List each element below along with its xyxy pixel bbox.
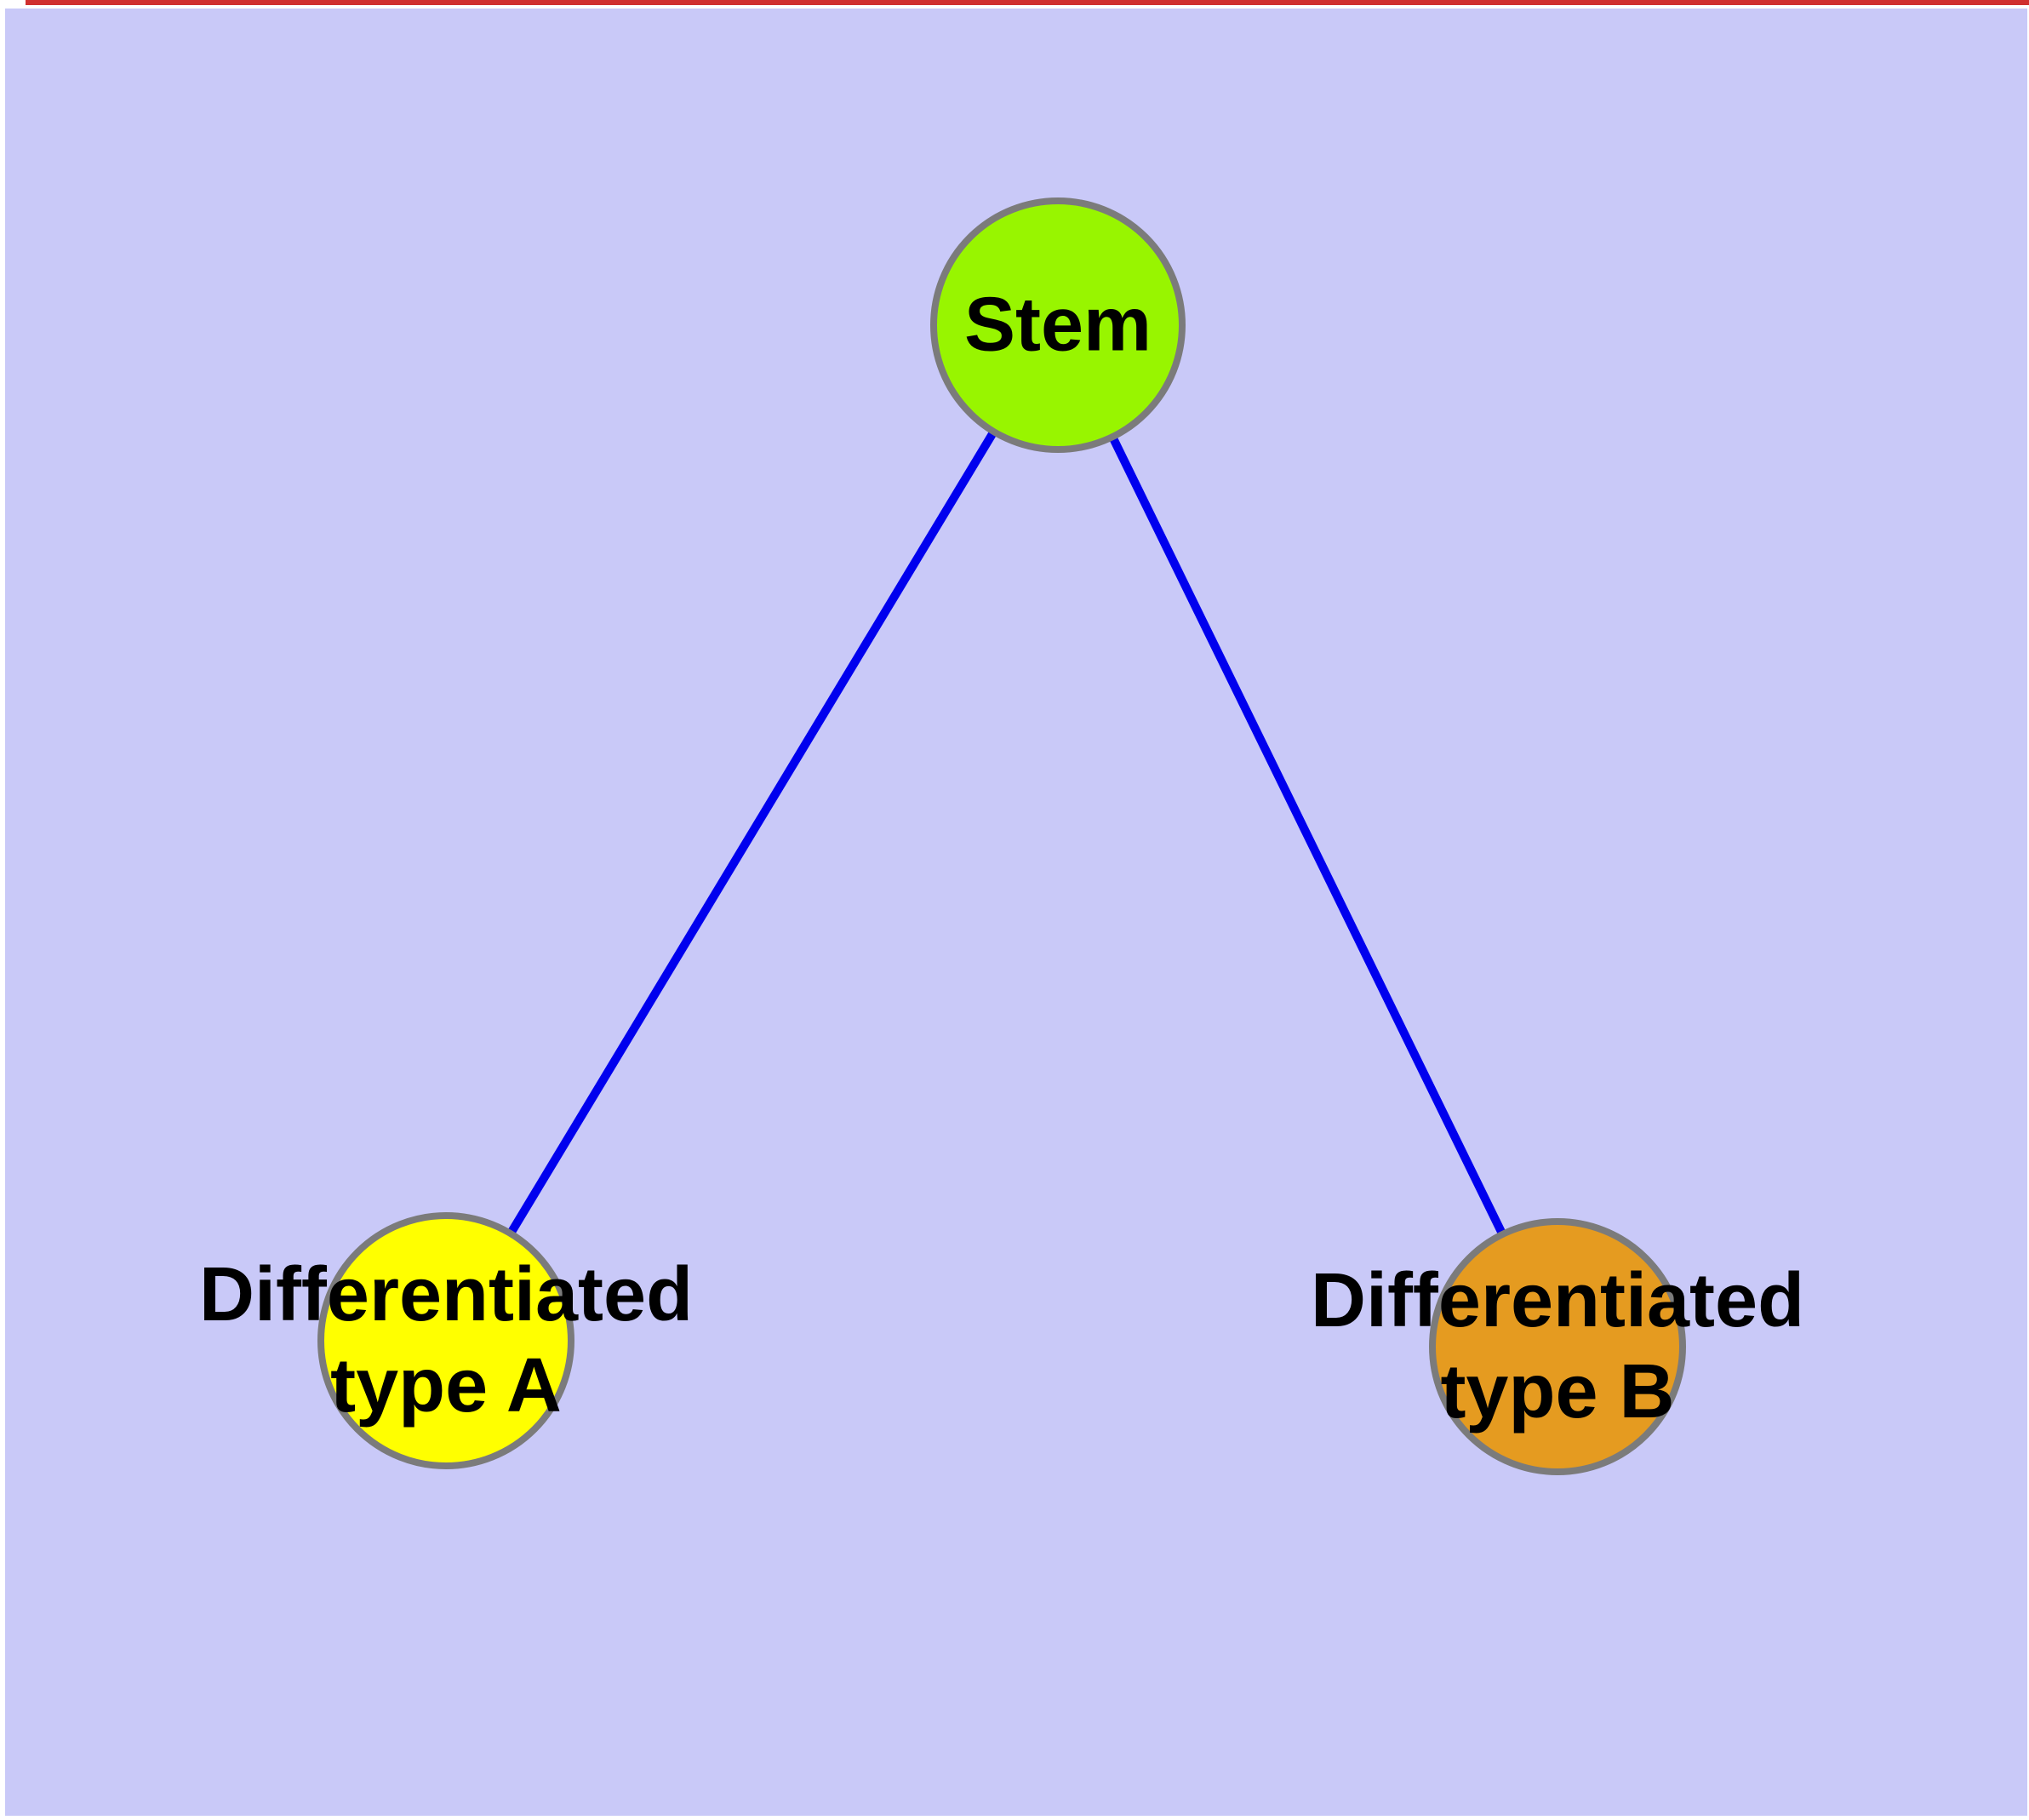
node-differentiated-type-b: Differentiated type B xyxy=(1311,1218,1804,1475)
edge-stem-to-type-b xyxy=(1054,323,1562,1349)
node-differentiated-type-a-circle xyxy=(317,1212,574,1469)
node-differentiated-type-a: Differentiated type A xyxy=(199,1212,693,1469)
node-stem-label: Stem xyxy=(963,282,1152,368)
diagram-canvas: Stem Differentiated type A Differentiate… xyxy=(5,9,2027,1816)
edge-stem-to-type-a xyxy=(442,323,1062,1343)
top-red-line xyxy=(26,0,2029,5)
edges-layer xyxy=(442,323,1562,1349)
node-stem-circle xyxy=(930,197,1186,453)
node-differentiated-type-b-circle xyxy=(1429,1218,1686,1475)
node-stem: Stem xyxy=(930,197,1186,453)
node-differentiated-type-b-label: Differentiated type B xyxy=(1310,1258,1805,1434)
node-differentiated-type-a-label: Differentiated type A xyxy=(198,1252,694,1428)
